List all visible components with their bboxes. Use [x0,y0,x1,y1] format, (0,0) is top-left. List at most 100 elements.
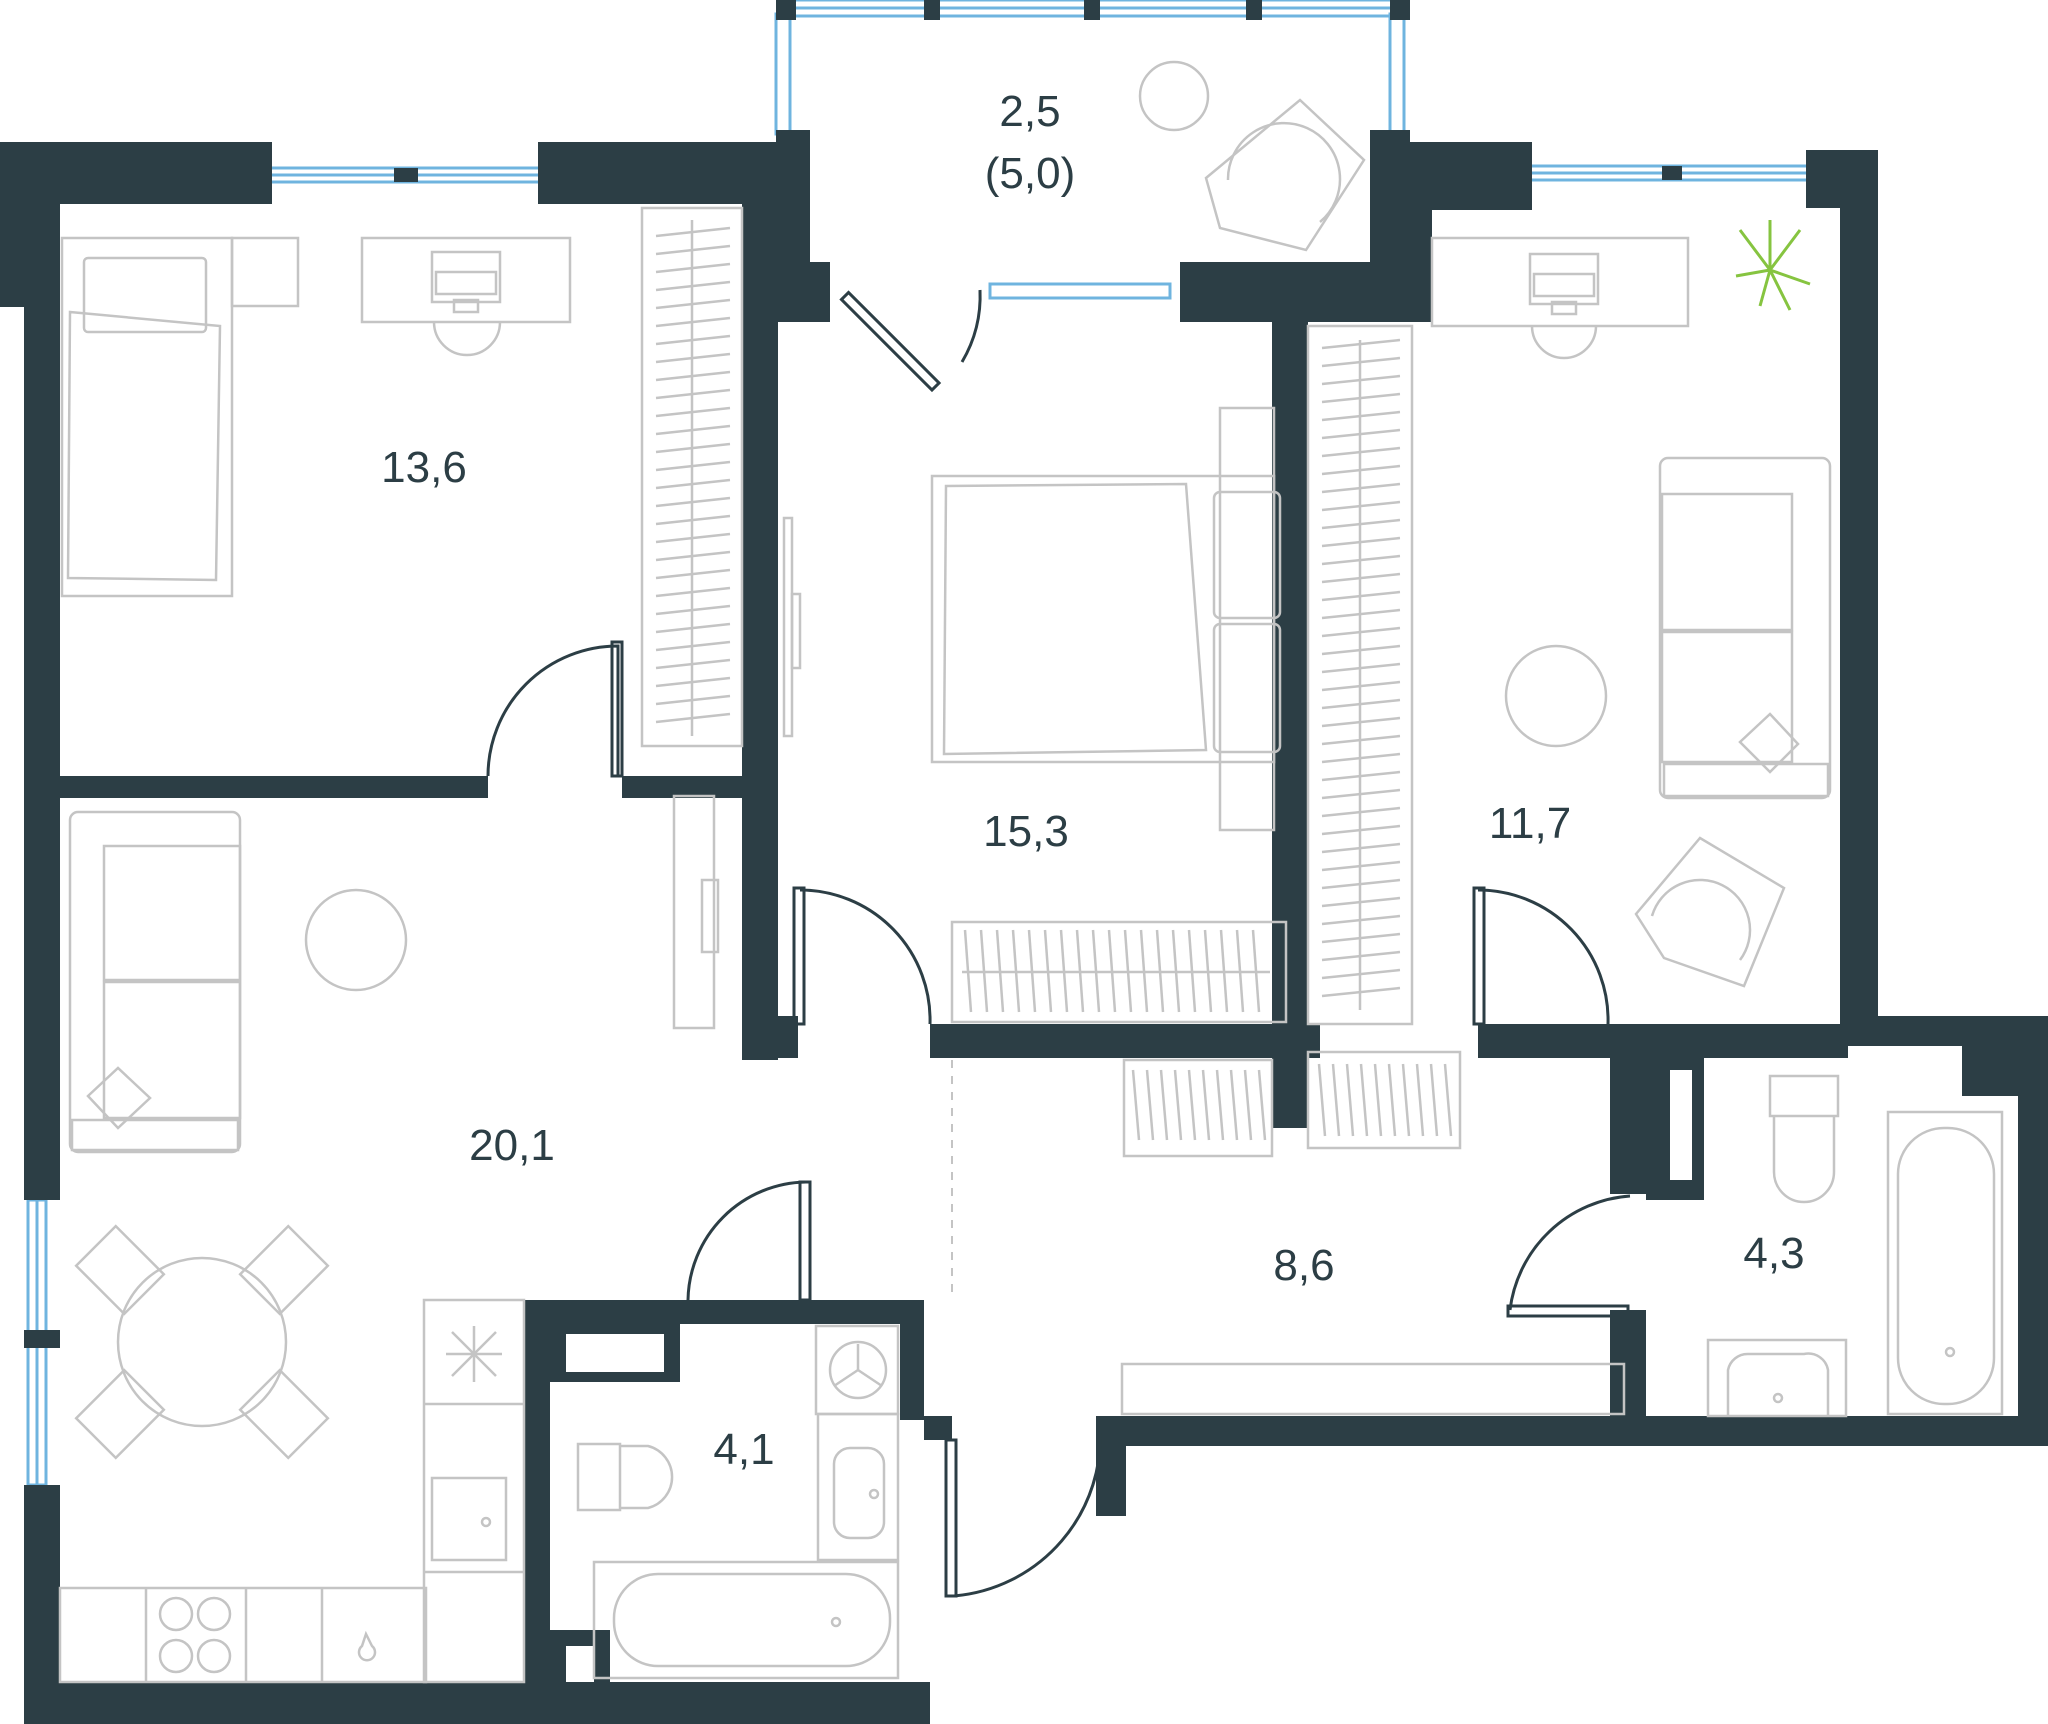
round-table-icon [1504,644,1608,748]
hanger-mark [1243,1069,1253,1141]
hanger-mark [655,406,731,418]
hanger-mark [963,929,973,1013]
hanger-mark [1401,1063,1411,1137]
hanger-mark [1321,536,1401,548]
dining-table-icon [74,1224,330,1460]
stove-icon [158,1596,232,1674]
hanger-mark [655,442,731,454]
hanger-mark [1321,356,1401,368]
hanger-mark [655,478,731,490]
hanger-mark [1159,1069,1169,1141]
hanger-mark [1043,929,1053,1013]
hanger-mark [1321,482,1401,494]
hanger-mark [1321,968,1401,980]
hanger-mark [995,929,1005,1013]
washbasin-right-icon [1706,1338,1848,1418]
hanger-mark [655,658,731,670]
hanger-mark [1257,1069,1267,1141]
hanger-mark [655,334,731,346]
washbasin-left-icon [816,1412,900,1562]
hanger-mark [1321,338,1401,350]
dresser-icon [950,920,1288,1024]
hanger-mark [1201,1069,1211,1141]
hanger-mark [655,280,731,292]
hanger-mark [1321,518,1401,530]
hanger-mark [1387,1063,1397,1137]
hanger-mark [655,640,731,652]
hall-cabinet-b-icon [1306,1050,1462,1150]
hanger-mark [1321,446,1401,458]
hanger-mark [1155,929,1165,1013]
hanger-mark [655,424,731,436]
hallway-area-label: 8,6 [1273,1241,1334,1290]
hanger-mark [1321,464,1401,476]
hanger-mark [1171,929,1181,1013]
fridge-icon [446,1326,502,1382]
bathroom-left-area-label: 4,1 [713,1425,774,1474]
toilet-right-icon [1768,1074,1840,1204]
hanger-mark [655,676,731,688]
bathtub-left-icon [592,1560,900,1680]
hanger-mark [1321,806,1401,818]
hanger-mark [1321,950,1401,962]
balcony-area-label: 2,5 [999,87,1060,136]
washing-machine-icon [814,1324,900,1416]
hanger-mark [655,550,731,562]
cabinet-handle-icon [700,878,720,954]
hanger-mark [1321,608,1401,620]
sliding-wardrobe-icon [782,516,802,738]
hanger-mark [1443,1063,1453,1137]
desk-right-icon [1430,236,1690,360]
hanger-mark [1321,932,1401,944]
hanger-mark [1215,1069,1225,1141]
sofa-left-icon [68,810,242,1154]
faucet-icon [357,1630,377,1662]
wardrobe-icon [640,206,744,748]
shoe-cabinet-icon [672,794,716,1030]
hanger-mark [1321,374,1401,386]
furniture [58,60,2004,1684]
hanger-mark [655,352,731,364]
hanger-mark [1321,698,1401,710]
hanger-mark [1321,554,1401,566]
hanger-mark [1203,929,1213,1013]
hanger-mark [1251,929,1261,1013]
hanger-mark [655,604,731,616]
room-labels: 2,5 (5,0) 13,6 15,3 11,7 20,1 8,6 4,3 4,… [381,87,1804,1474]
hanger-mark [1219,929,1229,1013]
hanger-mark [1075,929,1085,1013]
double-bed-icon [930,406,1282,832]
hanger-mark [1321,716,1401,728]
hanger-mark [1321,644,1401,656]
hanger-mark [655,496,731,508]
hanger-mark [1321,590,1401,602]
hanger-mark [1321,986,1401,998]
hanger-mark [1321,662,1401,674]
hanger-mark [1321,788,1401,800]
bedroom-right-area-label: 11,7 [1489,799,1571,848]
toilet-left-icon [576,1442,674,1512]
hanger-mark [655,226,731,238]
hanger-mark [1321,680,1401,692]
hanger-mark [1321,896,1401,908]
hanger-mark [1187,1069,1197,1141]
hanger-mark [1123,929,1133,1013]
hanger-mark [655,370,731,382]
sofa-right-icon [1658,456,1832,800]
hanger-mark [655,694,731,706]
balcony-table-icon [1138,60,1210,132]
hanger-mark [655,568,731,580]
hanger-mark [979,929,989,1013]
hanger-mark [655,586,731,598]
plant-icon [1735,220,1811,311]
hanger-mark [655,244,731,256]
bedroom-master-area-label: 15,3 [983,807,1069,856]
kitchen-counter-icon [58,1298,526,1684]
hanger-mark [1235,929,1245,1013]
hanger-mark [1345,1063,1355,1137]
hanger-mark [655,712,731,724]
hanger-mark [1321,878,1401,890]
hanger-mark [1317,1063,1327,1137]
